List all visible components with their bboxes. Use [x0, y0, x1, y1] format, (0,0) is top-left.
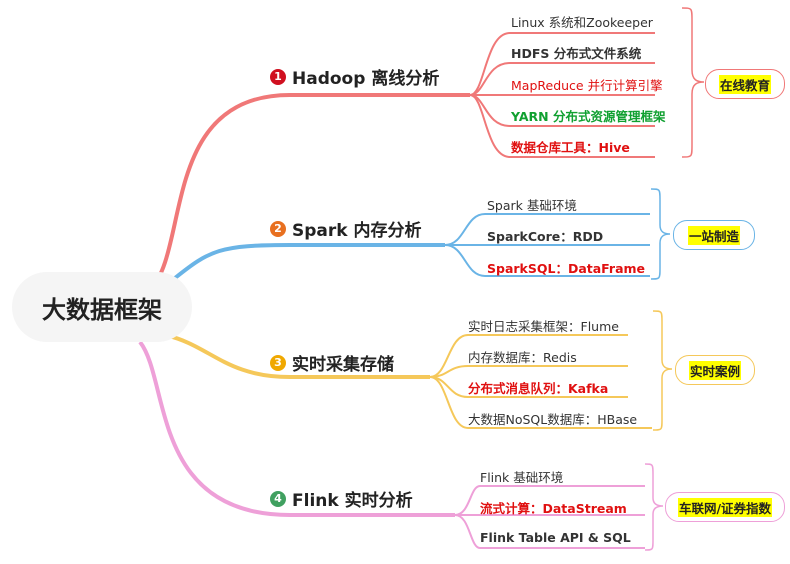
branch-title: Spark 内存分析 — [292, 221, 422, 241]
leaf-flink-basics[interactable]: Flink 基础环境 — [480, 470, 564, 485]
number-1-icon: 1 — [270, 68, 286, 85]
leaf-redis[interactable]: 内存数据库：Redis — [468, 350, 577, 365]
tag-label: 一站制造 — [687, 225, 740, 245]
leaf-mapreduce[interactable]: MapReduce 并行计算引擎 — [511, 78, 663, 93]
tag-one-stop-manufacturing[interactable]: 一站制造 — [673, 220, 755, 250]
tag-iov-securities-index[interactable]: 车联网/证券指数 — [665, 492, 785, 522]
leaf-hdfs[interactable]: HDFS 分布式文件系统 — [511, 46, 642, 61]
leaf-yarn[interactable]: YARN 分布式资源管理框架 — [511, 109, 666, 124]
branch-title: Hadoop 离线分析 — [292, 69, 440, 89]
leaf-hbase[interactable]: 大数据NoSQL数据库：HBase — [468, 412, 638, 427]
leaf-sparksql[interactable]: SparkSQL：DataFrame — [487, 261, 646, 276]
leaf-datastream[interactable]: 流式计算：DataStream — [480, 501, 627, 516]
branch-flink[interactable]: 4 Flink 实时分析 — [270, 486, 413, 511]
branch-hadoop[interactable]: 1 Hadoop 离线分析 — [270, 64, 439, 89]
root-node[interactable]: 大数据框架 — [12, 272, 192, 342]
number-4-icon: 4 — [270, 490, 286, 507]
tag-label: 在线教育 — [718, 74, 771, 94]
leaf-hive[interactable]: 数据仓库工具：Hive — [511, 140, 630, 155]
tag-label: 车联网/证券指数 — [677, 497, 773, 517]
branch-realtime-collection[interactable]: 3 实时采集存储 — [270, 350, 394, 375]
tag-realtime-cases[interactable]: 实时案例 — [675, 355, 755, 385]
leaf-kafka[interactable]: 分布式消息队列：Kafka — [468, 381, 609, 396]
branch-title: 实时采集存储 — [292, 355, 394, 375]
number-2-icon: 2 — [270, 220, 286, 237]
leaf-linux-zookeeper[interactable]: Linux 系统和Zookeeper — [511, 15, 653, 30]
leaf-sparkcore[interactable]: SparkCore：RDD — [487, 229, 604, 244]
tag-label: 实时案例 — [688, 360, 741, 380]
root-label: 大数据框架 — [42, 295, 162, 324]
number-3-icon: 3 — [270, 354, 286, 371]
branch-title: Flink 实时分析 — [292, 491, 413, 511]
leaf-flume[interactable]: 实时日志采集框架：Flume — [468, 319, 619, 334]
branch-spark[interactable]: 2 Spark 内存分析 — [270, 216, 422, 241]
leaf-spark-basics[interactable]: Spark 基础环境 — [487, 198, 577, 213]
tag-online-education[interactable]: 在线教育 — [705, 69, 785, 99]
leaf-flink-table-sql[interactable]: Flink Table API & SQL — [480, 530, 631, 545]
